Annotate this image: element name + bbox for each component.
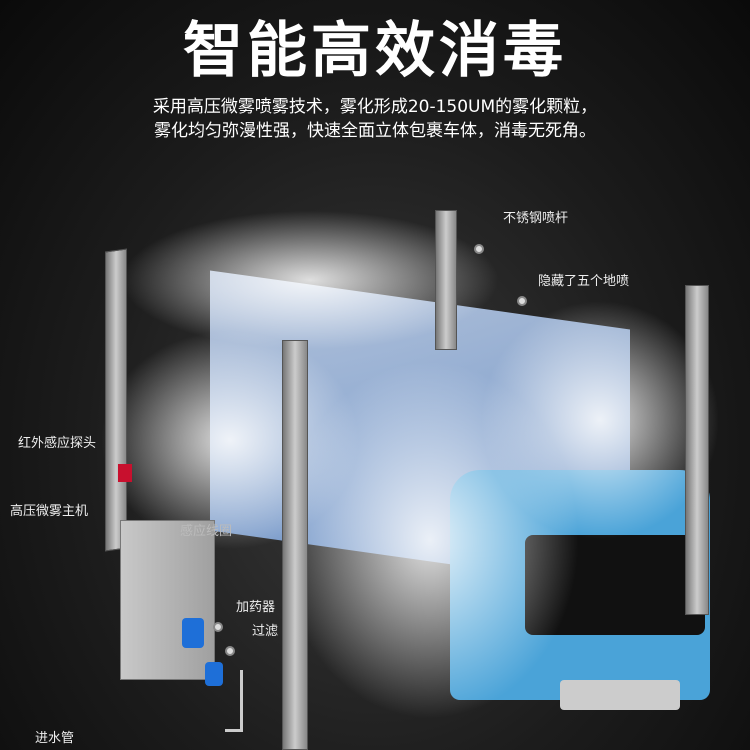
spray-post-back <box>435 210 457 350</box>
callout-dot <box>517 296 527 306</box>
label-ground-spray: 隐藏了五个地喷 <box>538 274 630 289</box>
label-filter: 过滤 <box>252 624 279 639</box>
label-ir-sensor: 红外感应探头 <box>18 436 97 451</box>
callout-dot <box>213 622 223 632</box>
spray-post-left <box>105 248 127 552</box>
label-inlet: 进水管 <box>35 731 75 746</box>
doser <box>182 618 204 648</box>
ir-sensor <box>118 464 132 482</box>
truck-grille <box>560 680 680 710</box>
callout-dot <box>225 646 235 656</box>
spray-post-front <box>282 340 308 750</box>
spray-post-right <box>685 285 709 615</box>
mist-cloud <box>480 300 720 540</box>
label-spray-rod: 不锈钢喷杆 <box>503 211 569 226</box>
host-machine <box>120 520 215 680</box>
description-line-2: 雾化均匀弥漫性强，快速全面立体包裹车体，消毒无死角。 <box>154 121 596 141</box>
water-pipe <box>225 670 243 732</box>
label-host: 高压微雾主机 <box>10 504 89 519</box>
label-doser: 加药器 <box>236 600 276 615</box>
description-line-1: 采用高压微雾喷雾技术，雾化形成20-150UM的雾化颗粒， <box>152 97 598 117</box>
filter <box>205 662 223 686</box>
headline: 智能高效消毒 <box>183 16 567 86</box>
label-coil: 感应线圈 <box>180 524 233 539</box>
callout-dot <box>474 244 484 254</box>
